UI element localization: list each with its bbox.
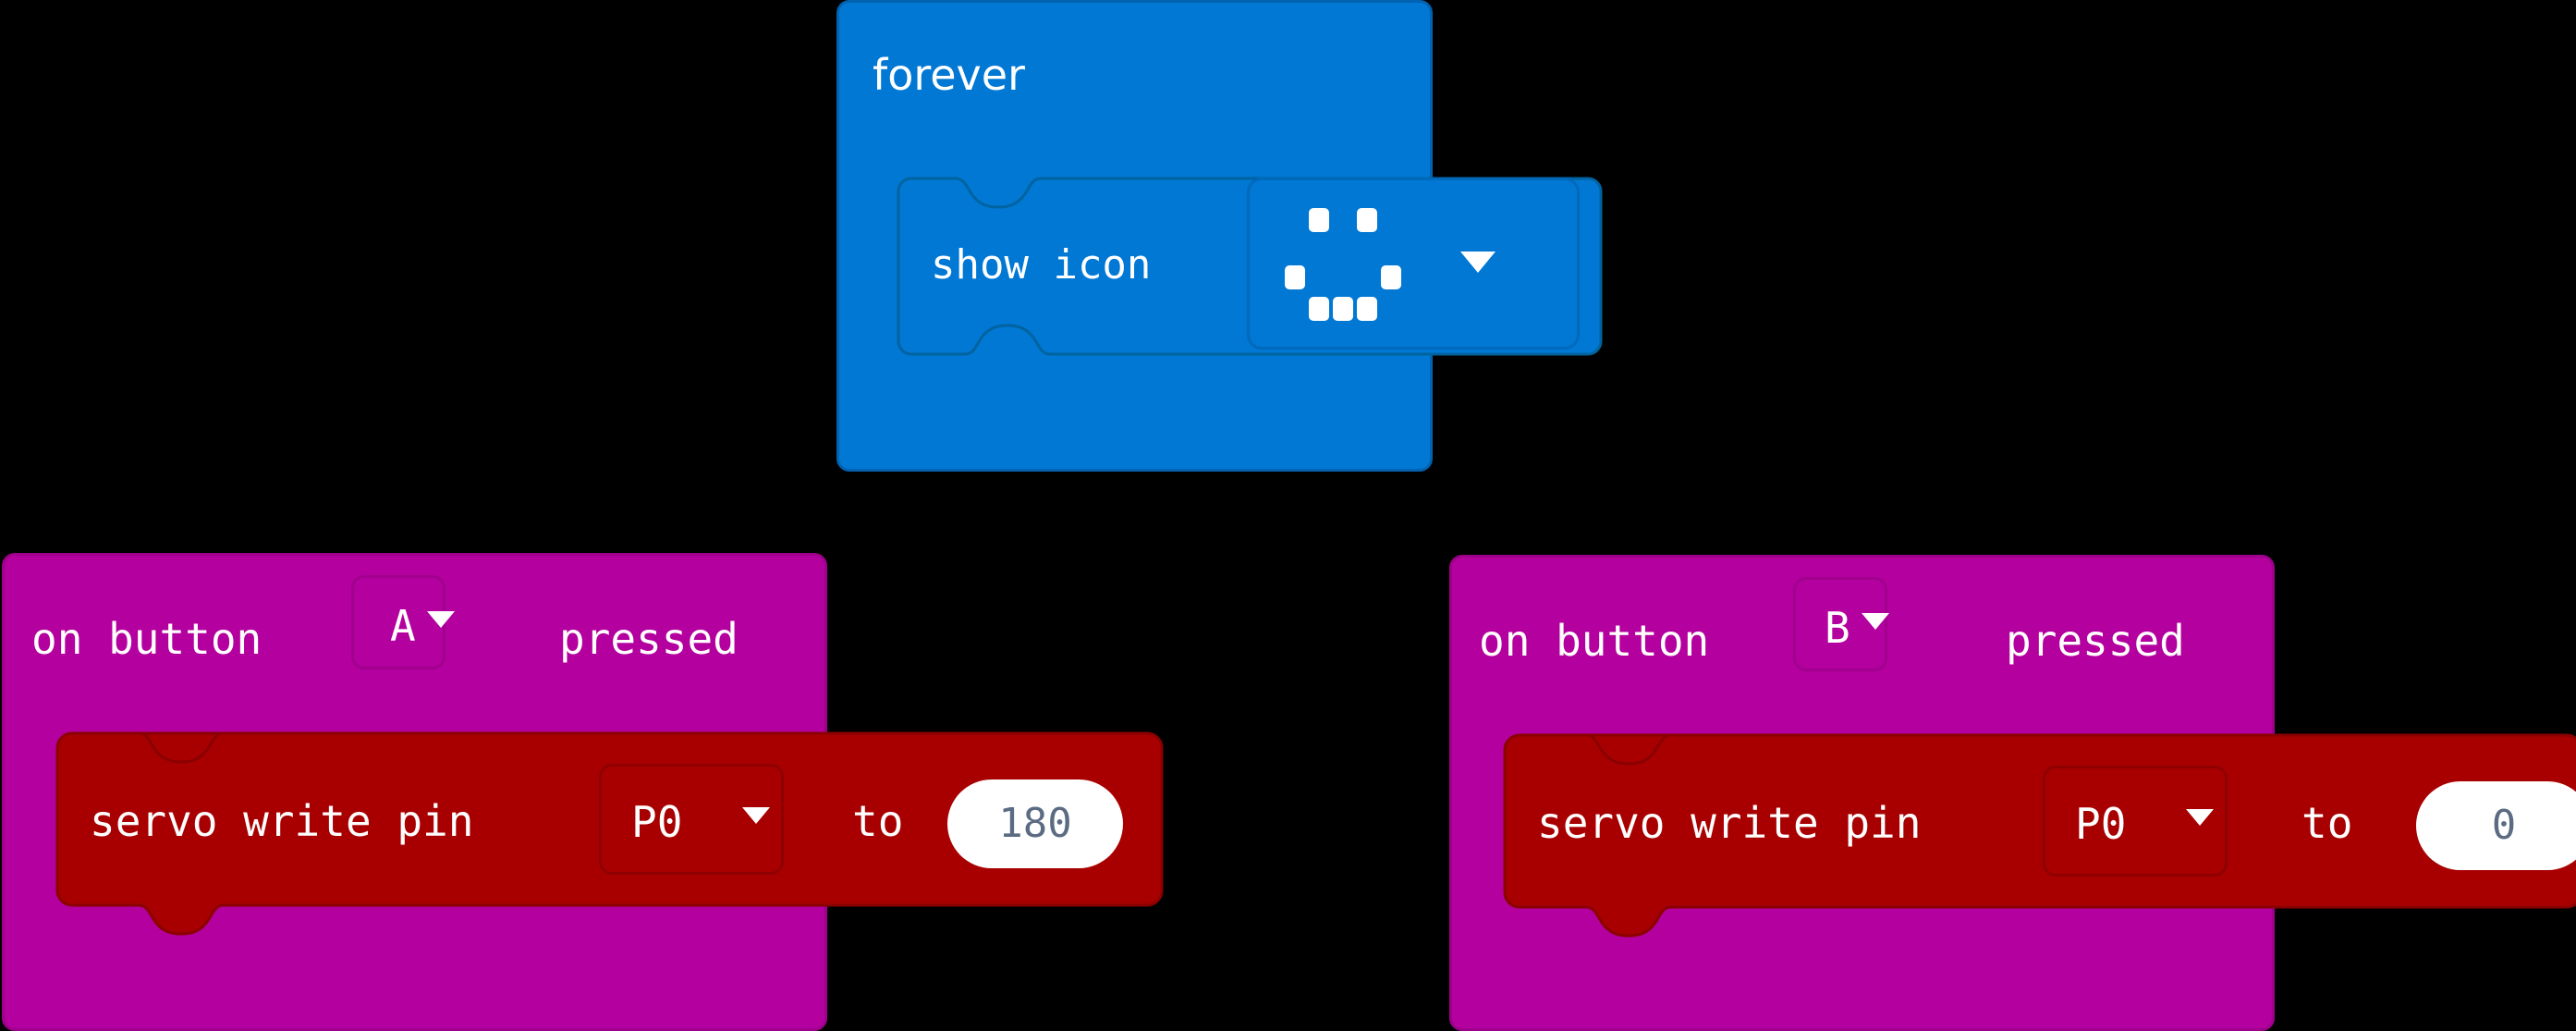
forever-label: forever bbox=[873, 50, 1025, 100]
button-dropdown-value-b: B bbox=[1825, 603, 1850, 653]
chevron-down-icon[interactable] bbox=[2186, 809, 2214, 826]
chevron-down-icon[interactable] bbox=[427, 611, 455, 628]
pin-dropdown-b[interactable] bbox=[2043, 766, 2228, 877]
on-button-label-b: on button bbox=[1479, 616, 1710, 666]
on-button-pressed-suffix-b: pressed bbox=[2006, 616, 2185, 666]
servo-write-to-label-a: to bbox=[852, 796, 904, 846]
show-icon-label: show icon bbox=[931, 241, 1152, 288]
servo-write-label-a: servo write pin bbox=[90, 796, 474, 846]
on-button-pressed-suffix-a: pressed bbox=[559, 614, 739, 664]
servo-write-to-label-b: to bbox=[2301, 798, 2353, 848]
led-matrix-icon bbox=[1285, 208, 1405, 321]
servo-write-block-shape-b bbox=[1503, 733, 2576, 938]
pin-dropdown-value-a: P0 bbox=[631, 797, 683, 847]
angle-number-input-a[interactable]: 180 bbox=[947, 779, 1123, 868]
button-dropdown-value-a: A bbox=[390, 601, 416, 651]
servo-write-block-b[interactable] bbox=[1503, 733, 2576, 938]
chevron-down-icon[interactable] bbox=[1862, 613, 1889, 630]
on-button-label-a: on button bbox=[31, 614, 262, 664]
servo-write-label-b: servo write pin bbox=[1537, 798, 1922, 848]
chevron-down-icon[interactable] bbox=[1460, 252, 1496, 273]
pin-dropdown-value-b: P0 bbox=[2075, 799, 2127, 849]
chevron-down-icon[interactable] bbox=[742, 807, 770, 824]
icon-dropdown[interactable] bbox=[1247, 178, 1580, 350]
angle-number-input-b[interactable]: 0 bbox=[2416, 781, 2576, 870]
